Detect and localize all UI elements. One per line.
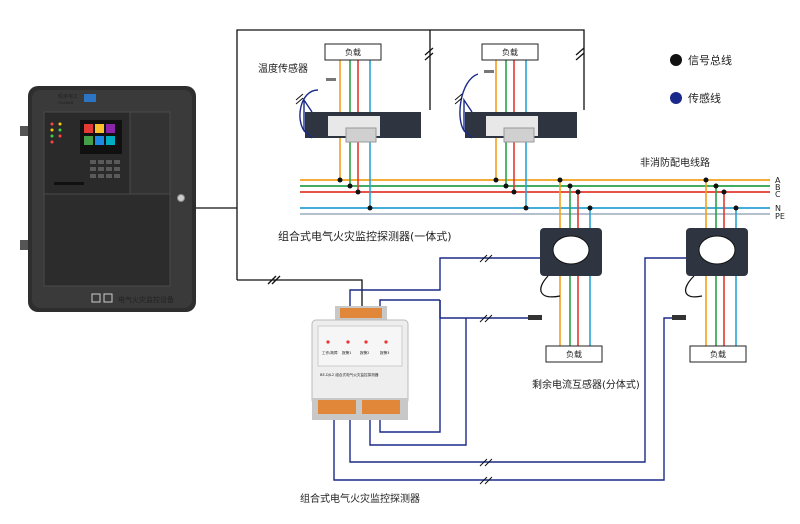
bus-legend-dot <box>670 54 682 66</box>
phase-label-b: B <box>775 183 781 192</box>
load-label: 负载 <box>710 349 726 359</box>
temperature-sensor-label: 温度传感器 <box>258 62 308 75</box>
residual-current-transformer-1 <box>540 177 602 348</box>
indicator-label-2: 报警1 <box>342 350 351 355</box>
sensor-legend-label: 传感线 <box>688 91 721 105</box>
indicator-label-4: 报警3 <box>380 350 389 355</box>
fire-monitoring-panel: 昭京电工 HUANAN 电气火灾监控设备 <box>20 86 196 312</box>
indicator-label-3: 报警2 <box>360 350 369 355</box>
phase-label-n: N <box>775 204 781 213</box>
non-fire-circuit-label: 非消防配电线路 <box>640 156 710 169</box>
integrated-detector-1 <box>295 60 421 211</box>
combined-detector-label: 组合式电气火灾监控探测器 <box>300 492 420 505</box>
indicator-label-1: 工作/故障 <box>322 350 338 355</box>
load-label: 负载 <box>502 47 518 57</box>
combined-detector-module: 工作/故障 报警1 报警2 报警3 BE-DJL2 组合式电气火灾监控探测器 <box>311 306 409 420</box>
bus-legend-label: 信号总线 <box>688 53 732 67</box>
load-box-bottom-2: 负载 <box>689 345 747 363</box>
phase-label-pe: PE <box>775 212 785 221</box>
load-label: 负载 <box>566 349 582 359</box>
load-box-top-1: 负载 <box>324 43 382 61</box>
cable-break-marks <box>479 254 493 485</box>
load-box-top-2: 负载 <box>481 43 539 61</box>
residual-current-transformer-label: 剩余电流互感器(分体式) <box>532 378 640 391</box>
load-box-bottom-1: 负载 <box>545 345 603 363</box>
residual-current-transformer-2 <box>685 177 748 348</box>
legend: 信号总线 传感线 <box>670 53 732 105</box>
panel-title: 电气火灾监控设备 <box>118 295 174 304</box>
load-label: 负载 <box>345 47 361 57</box>
phase-label-c: C <box>775 190 781 199</box>
power-lines <box>300 179 770 215</box>
phase-label-a: A <box>775 176 781 185</box>
module-model: BE-DJL2 组合式电气火灾监控探测器 <box>320 372 379 377</box>
panel-brand-sub: HUANAN <box>58 101 74 105</box>
panel-brand: 昭京电工 <box>58 93 78 100</box>
sensor-probes <box>528 315 686 320</box>
sensor-legend-dot <box>670 92 682 104</box>
sensor-lines <box>333 257 686 481</box>
integrated-detector-label: 组合式电气火灾监控探测器(一体式) <box>278 229 452 243</box>
integrated-detector-2 <box>454 60 577 211</box>
signal-bus-lines <box>196 29 585 306</box>
